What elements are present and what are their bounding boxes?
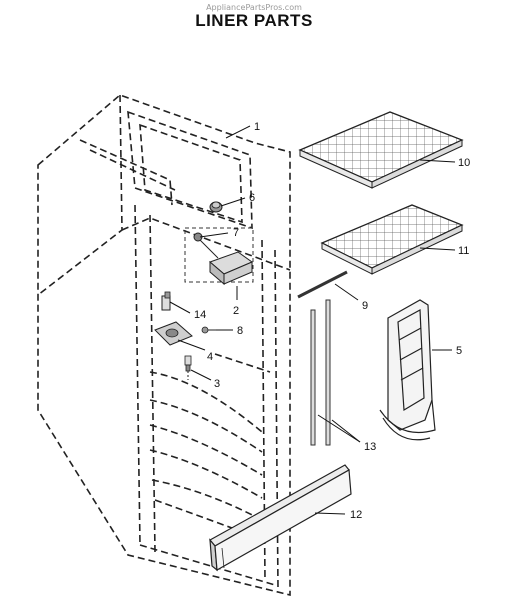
callout-1: 1: [254, 121, 260, 133]
callout-9: 9: [362, 300, 368, 312]
callout-4: 4: [207, 351, 213, 363]
callout-7: 7: [233, 227, 239, 239]
callout-8: 8: [237, 325, 243, 337]
callout-14: 14: [194, 309, 206, 321]
callout-12: 12: [350, 509, 362, 521]
callout-5: 5: [456, 345, 462, 357]
shelf-upper: [298, 111, 464, 189]
screw: [201, 326, 216, 334]
callout-2: 2: [233, 305, 239, 317]
callout-labels: 1 2 3 4 5 6 7 8 9 10 11 12 13 14: [194, 121, 470, 521]
shelf-lower: [320, 204, 464, 275]
trim-rod: [297, 270, 348, 299]
bracket-clip: [161, 291, 171, 311]
base-grille: [209, 464, 352, 572]
light-bulb: [184, 355, 192, 380]
watermark-text: AppliancePartsPros.com: [206, 3, 302, 12]
callout-10: 10: [458, 157, 470, 169]
callout-13: 13: [364, 441, 376, 453]
callout-3: 3: [214, 378, 220, 390]
callout-11: 11: [458, 245, 469, 257]
page-title: LINER PARTS: [195, 11, 313, 30]
vertical-trim-strips: [310, 299, 331, 446]
light-housing: [154, 321, 193, 346]
leader-lines: [169, 125, 456, 515]
door-rack: [379, 299, 436, 441]
callout-6: 6: [249, 192, 255, 204]
liner-cabinet: [37, 94, 291, 597]
control-assembly: [184, 227, 254, 286]
thermostat-knob: [209, 201, 223, 213]
